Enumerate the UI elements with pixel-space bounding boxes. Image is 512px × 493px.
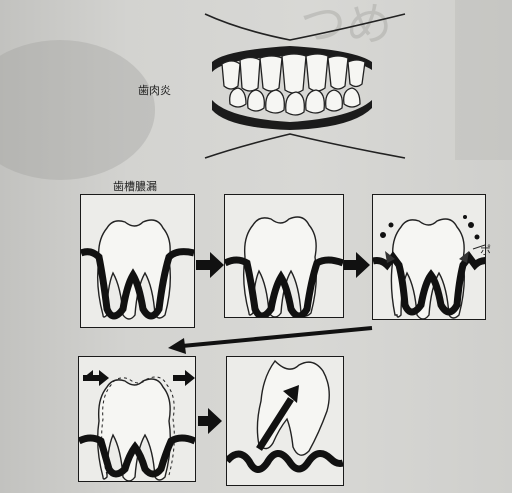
stage-panel-tooth-loss [226,356,344,486]
